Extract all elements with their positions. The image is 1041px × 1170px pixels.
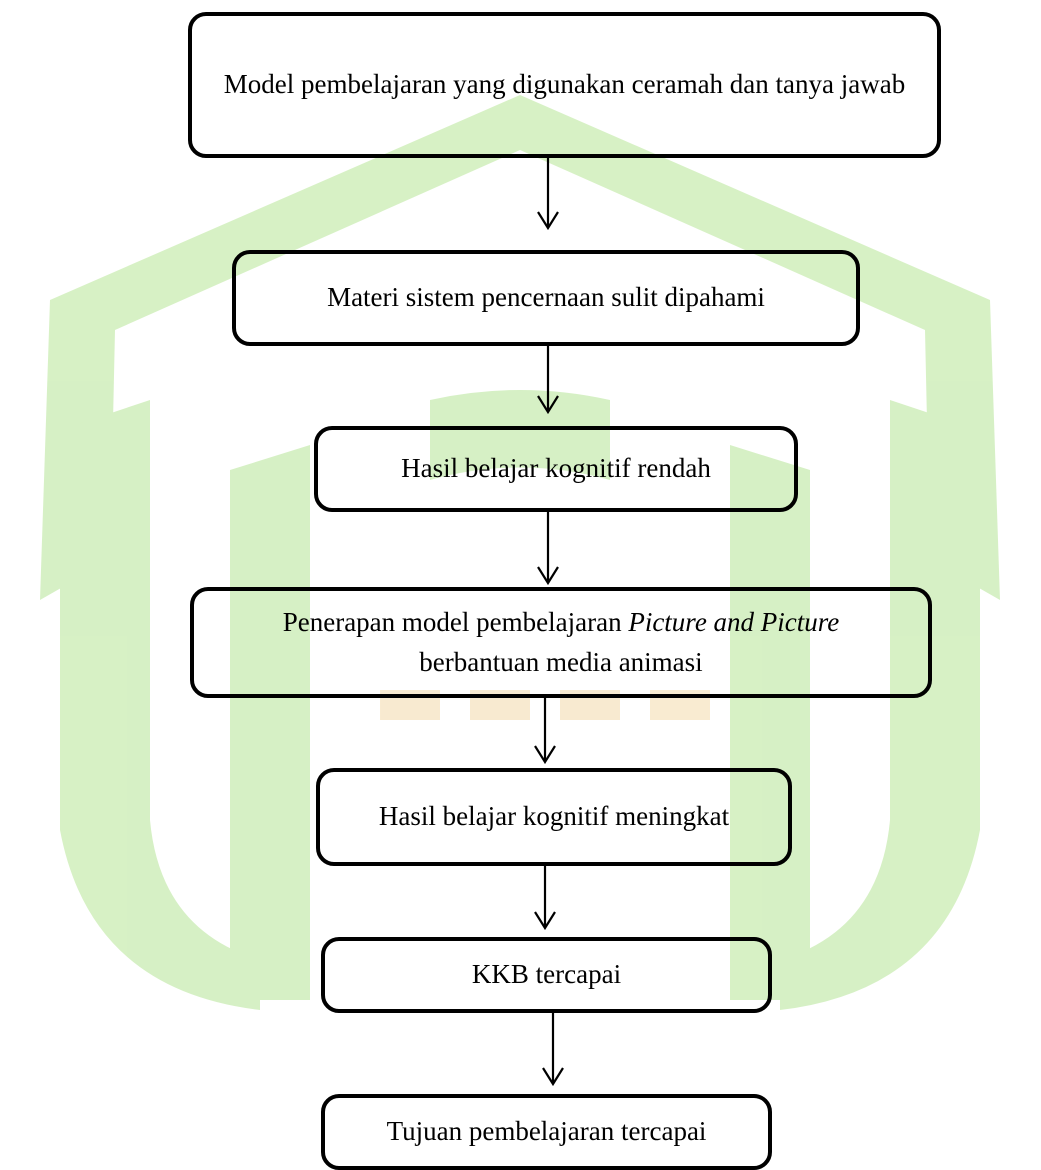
node-materi-sulit: Materi sistem pencernaan sulit dipahami <box>232 250 860 346</box>
node-hasil-rendah: Hasil belajar kognitif rendah <box>314 426 798 512</box>
node-label-italic: Picture and Picture <box>628 607 840 638</box>
node-penerapan-model: Penerapan model pembelajaran Picture and… <box>190 587 932 698</box>
arrow-n3-n4 <box>537 512 559 586</box>
node-label-part: Penerapan model pembelajaran <box>282 607 629 638</box>
node-label: Hasil belajar kognitif meningkat <box>378 801 730 832</box>
node-label: Hasil belajar kognitif rendah <box>401 453 711 484</box>
arrow-n1-n2 <box>537 158 559 231</box>
node-hasil-meningkat: Hasil belajar kognitif meningkat <box>316 768 792 866</box>
node-label-part: berbantuan media animasi <box>419 646 703 677</box>
node-label: Tujuan pembelajaran tercapai <box>386 1116 707 1147</box>
node-label: Penerapan model pembelajaran Picture and… <box>283 603 840 681</box>
arrow-n6-n7 <box>542 1013 564 1087</box>
arrow-n5-n6 <box>534 866 556 931</box>
node-tujuan-tercapai: Tujuan pembelajaran tercapai <box>321 1094 772 1170</box>
arrow-n4-n5 <box>534 698 556 765</box>
arrow-n2-n3 <box>537 346 559 415</box>
node-model-ceramah: Model pembelajaran yang digunakan cerama… <box>188 12 941 158</box>
node-label: Materi sistem pencernaan sulit dipahami <box>327 282 765 313</box>
node-label: Model pembelajaran yang digunakan cerama… <box>223 69 906 100</box>
node-kkb-tercapai: KKB tercapai <box>321 937 772 1013</box>
node-label: KKB tercapai <box>471 959 622 990</box>
